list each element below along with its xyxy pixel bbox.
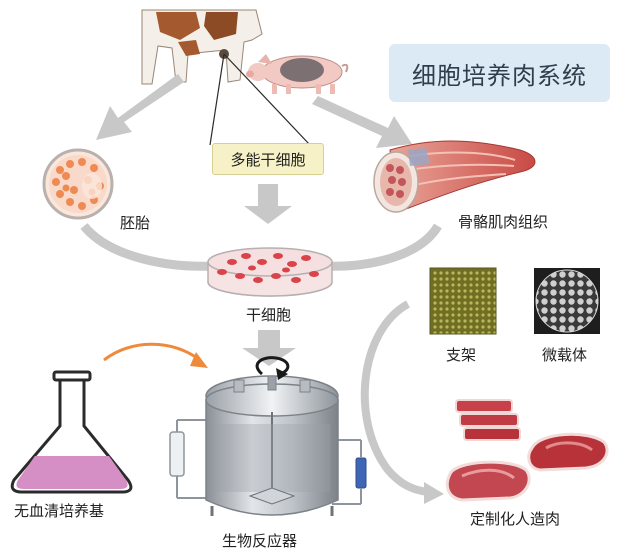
- scaffold-label: 支架: [446, 346, 477, 364]
- stem-source-label-box: 多能干细胞: [212, 143, 324, 175]
- embryo-label: 胚胎: [120, 214, 151, 232]
- arrow-to-embryo: [96, 74, 184, 140]
- microcarrier-icon: [534, 268, 600, 334]
- cow-icon: [141, 9, 263, 85]
- arrow-head: [424, 482, 444, 504]
- bioreactor-icon: [169, 375, 367, 516]
- arrow-to-meat: [360, 300, 429, 496]
- arrow-muscle-to-dish: [323, 223, 442, 271]
- arrow-dish-to-reactor: [242, 330, 296, 366]
- meat-label: 定制化人造肉: [470, 510, 561, 528]
- stir-icon: [255, 356, 290, 380]
- muscle-icon: [373, 140, 536, 213]
- scaffold-icon: [429, 267, 497, 335]
- title-banner: 细胞培养肉系统: [389, 44, 610, 102]
- pointer-line: [223, 53, 311, 146]
- petri-dish-icon: [207, 247, 333, 297]
- flask-icon: [10, 370, 133, 494]
- muscle-label: 骨骼肌肉组织: [458, 213, 549, 231]
- diagram-title: 细胞培养肉系统: [412, 61, 587, 90]
- arrow-medium-to-reactor: [103, 342, 201, 362]
- arrow-head: [190, 352, 208, 368]
- meat-icon: [445, 399, 609, 502]
- arrow-embryo-to-dish: [80, 223, 215, 271]
- bioreactor-label: 生物反应器: [222, 532, 298, 550]
- stem-source-label: 多能干细胞: [230, 150, 306, 169]
- pointer-line: [209, 53, 225, 146]
- microcarrier-label: 微载体: [542, 346, 588, 364]
- medium-label: 无血清培养基: [14, 502, 105, 520]
- pig-icon: [246, 54, 349, 94]
- stem-cells-label: 干细胞: [246, 306, 292, 324]
- embryo-icon: [42, 148, 114, 220]
- arrow-to-stem-cells: [244, 184, 292, 224]
- arrow-to-muscle: [312, 96, 412, 148]
